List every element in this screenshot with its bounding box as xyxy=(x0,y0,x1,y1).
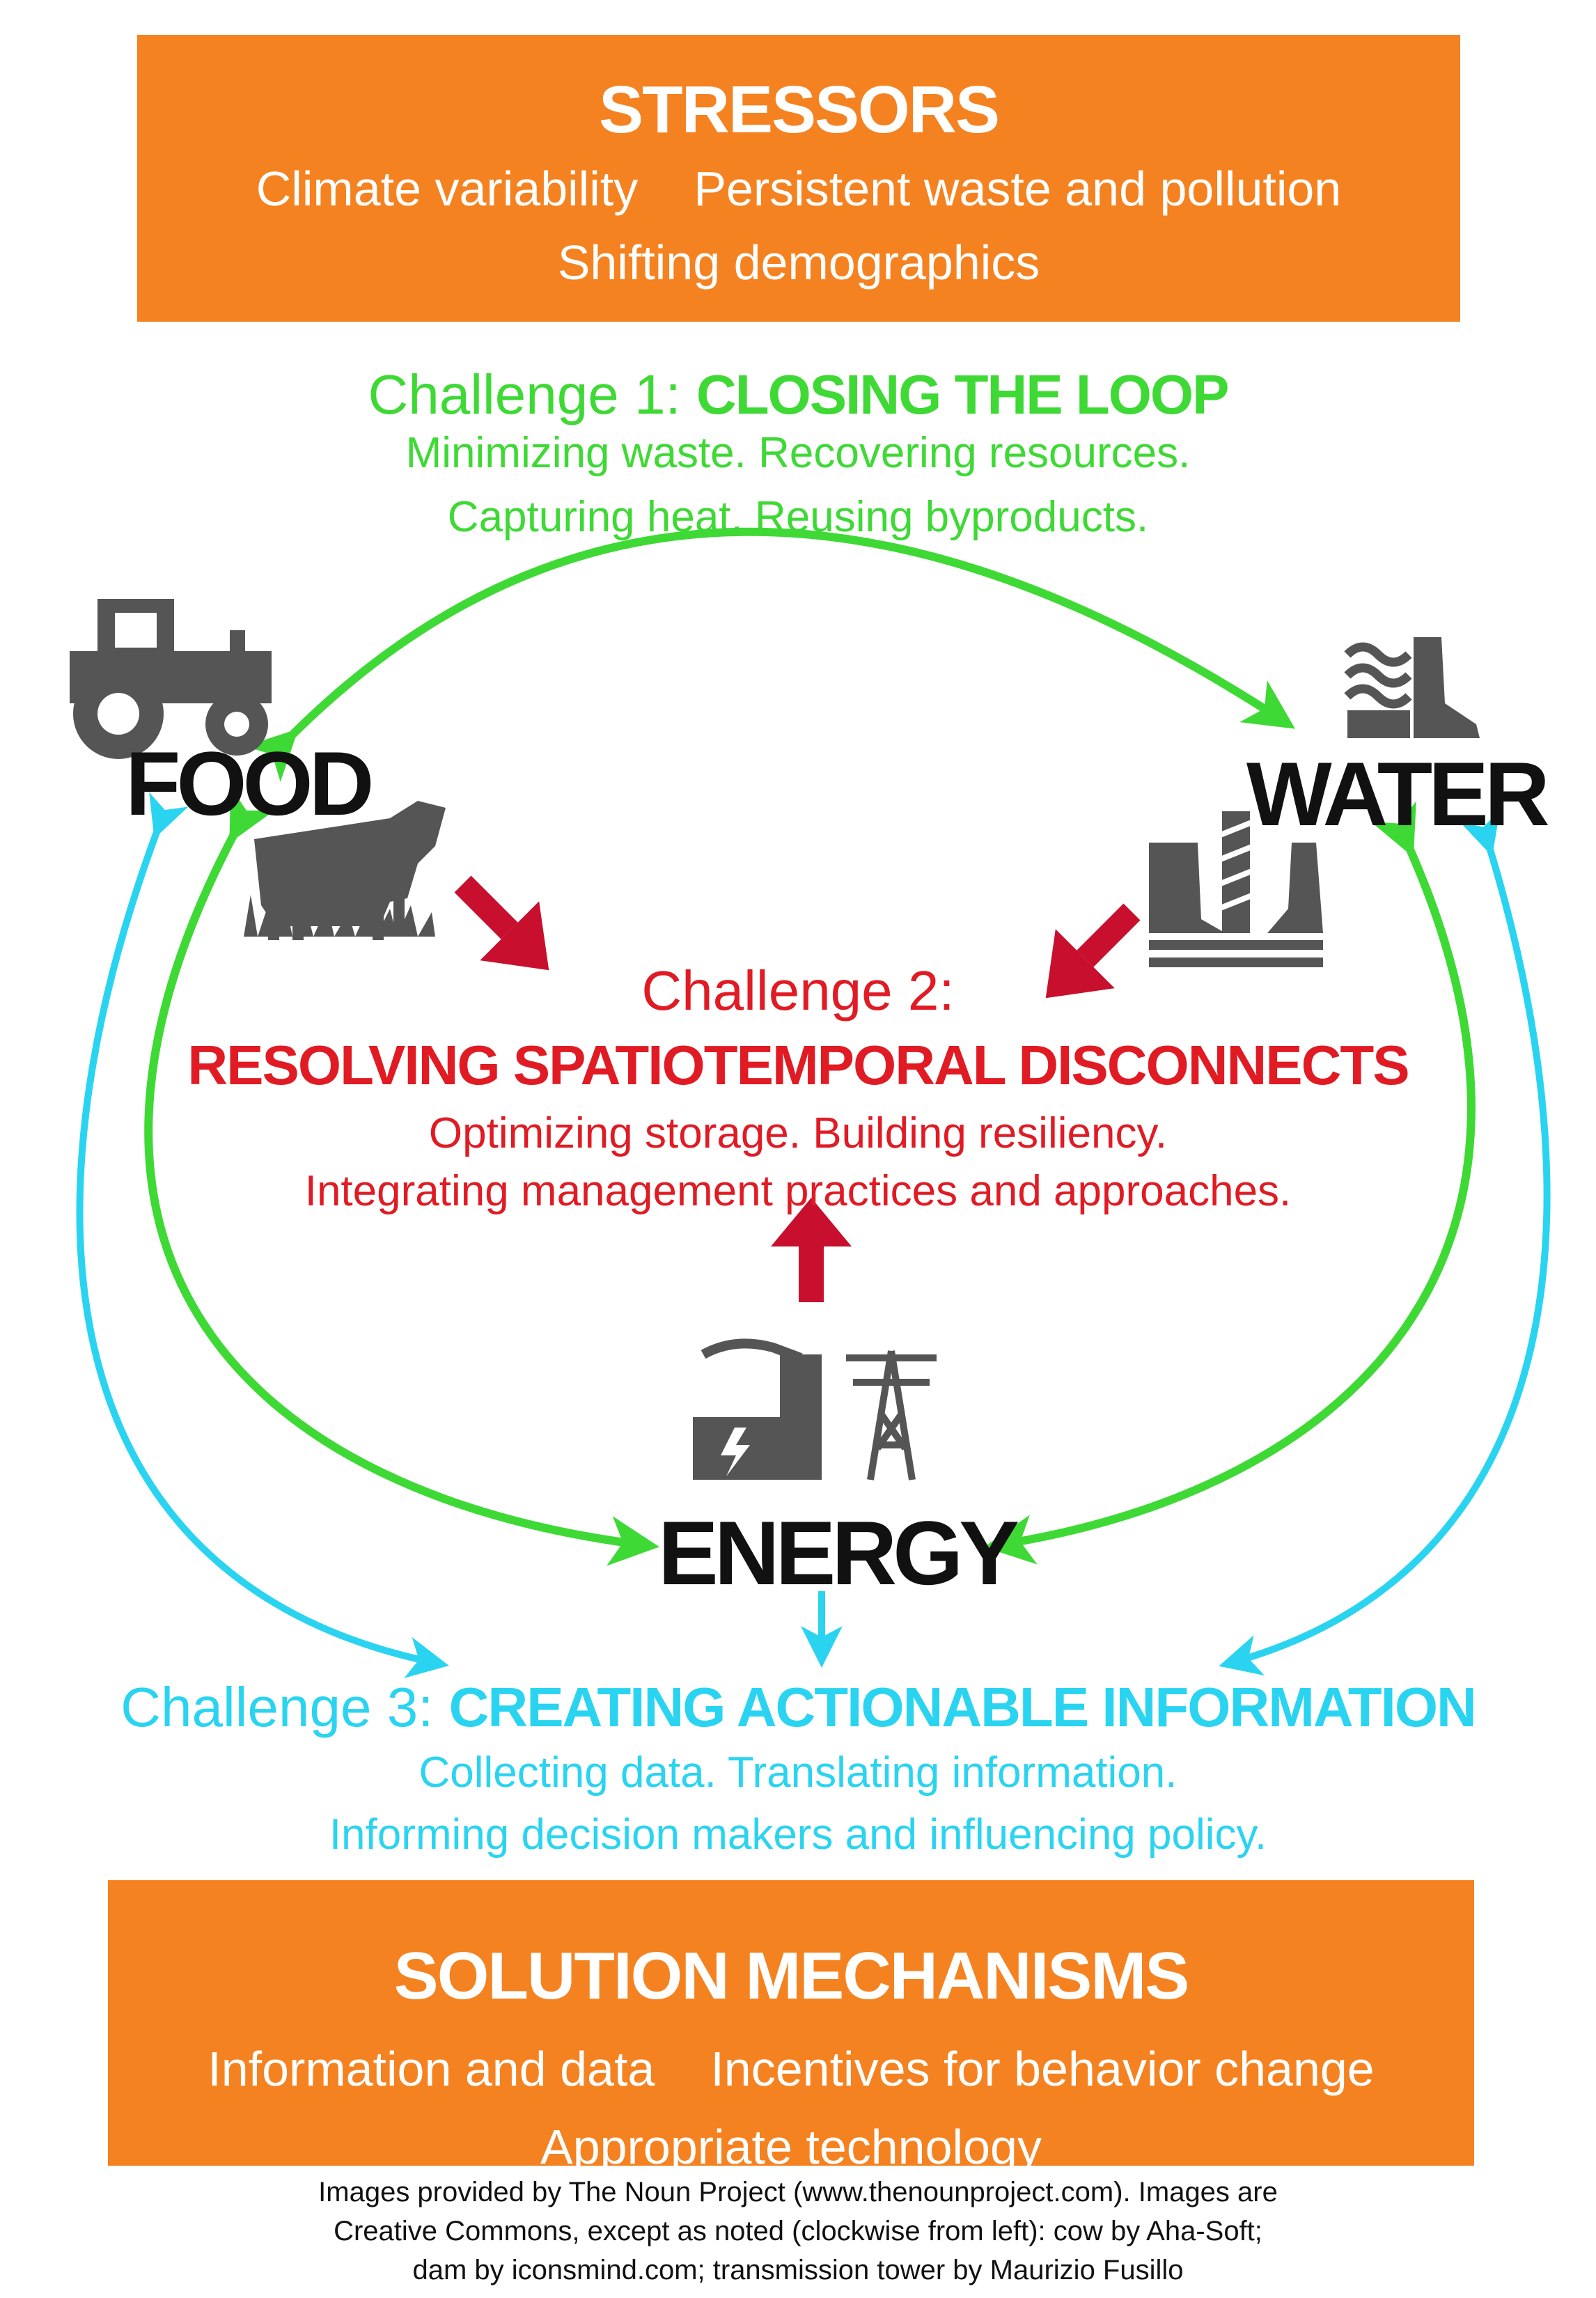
stressors-box: STRESSORS Climate variability Persistent … xyxy=(137,35,1460,322)
stressor-item: Persistent waste and pollution xyxy=(694,162,1342,216)
solutions-row-2: Appropriate technology xyxy=(108,2123,1474,2171)
stressors-title: STRESSORS xyxy=(598,72,1000,147)
transmission-tower-icon xyxy=(846,1350,937,1480)
challenge1-title: CLOSING THE LOOP xyxy=(696,364,1230,425)
arrow-water-info xyxy=(1219,810,1551,1676)
challenge2-title: RESOLVING SPATIOTEMPORAL DISCONNECTS xyxy=(187,1034,1409,1096)
challenge3-line-2: Informing decision makers and influencin… xyxy=(329,1811,1267,1859)
node-energy: ENERGY xyxy=(658,1502,1019,1604)
challenge3-prefix: Challenge 3: xyxy=(120,1676,449,1738)
cow-icon xyxy=(244,801,446,940)
solution-item: Incentives for behavior change xyxy=(710,2042,1375,2096)
challenge2-prefix: Challenge 2: xyxy=(641,960,955,1022)
tractor-icon xyxy=(70,599,272,759)
arrow-food-info xyxy=(76,792,449,1678)
stressors-row-1: Climate variability Persistent waste and … xyxy=(137,164,1460,213)
challenge1-prefix: Challenge 1: xyxy=(368,364,696,425)
solution-item: Appropriate technology xyxy=(540,2120,1042,2174)
credits-line: Creative Commons, except as noted (clock… xyxy=(334,2216,1262,2246)
arrow-food-water xyxy=(245,527,1296,782)
red-arrow-energy xyxy=(771,1198,852,1302)
credits-line: dam by iconsmind.com; transmission tower… xyxy=(412,2255,1184,2285)
stressor-item: Shifting demographics xyxy=(557,235,1040,290)
credits-line: Images provided by The Noun Project (www… xyxy=(318,2177,1278,2207)
waves-icon xyxy=(1344,637,1480,738)
challenge2-line-1: Optimizing storage. Building resiliency. xyxy=(428,1109,1168,1157)
red-arrow-food xyxy=(454,875,549,971)
node-water: WATER xyxy=(1246,743,1550,845)
image-credits: Images provided by The Noun Project (www… xyxy=(0,2173,1596,2290)
stressors-row-2: Shifting demographics xyxy=(137,238,1460,287)
red-arrow-water xyxy=(1045,903,1141,999)
challenge1-heading: Challenge 1: CLOSING THE LOOP xyxy=(0,367,1596,423)
power-plant-icon xyxy=(693,1338,822,1480)
solutions-title: SOLUTION MECHANISMS xyxy=(393,1939,1190,2013)
node-food: FOOD xyxy=(125,733,375,834)
solution-item: Information and data xyxy=(208,2042,655,2096)
challenge3-heading: Challenge 3: CREATING ACTIONABLE INFORMA… xyxy=(0,1680,1596,1735)
challenge1-line-1: Minimizing waste. Recovering resources. xyxy=(405,429,1191,477)
stressor-item: Climate variability xyxy=(256,162,639,216)
dam-icon xyxy=(1149,811,1323,967)
challenge3-title: CREATING ACTIONABLE INFORMATION xyxy=(448,1676,1477,1738)
solutions-box: SOLUTION MECHANISMS Information and data… xyxy=(108,1880,1474,2171)
challenge2-line-2: Integrating management practices and app… xyxy=(304,1167,1292,1215)
solutions-row-1: Information and data Incentives for behav… xyxy=(108,2045,1474,2093)
challenge3-line-1: Collecting data. Translating information… xyxy=(418,1749,1178,1797)
